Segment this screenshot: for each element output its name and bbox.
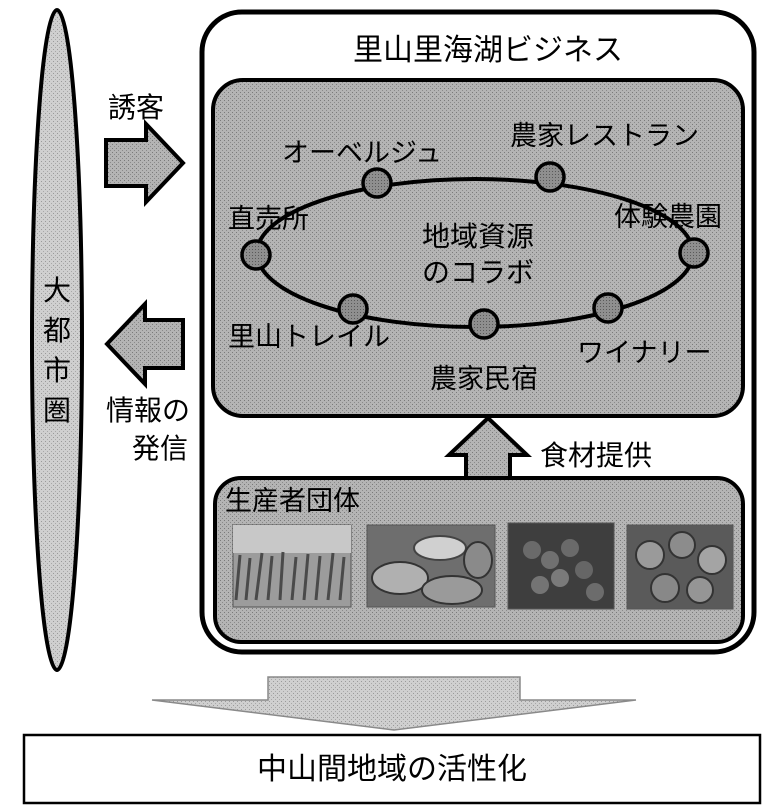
info-arrow <box>104 298 185 390</box>
node-farm-restaurant <box>534 161 566 193</box>
node-satoyama-trail <box>337 293 369 325</box>
label-satoyama-trail: 里山トレイル <box>228 322 390 353</box>
result-label: 中山間地域の活性化 <box>257 752 527 787</box>
ingredients-label: 食材提供 <box>540 439 652 472</box>
center-line2: のコラボ <box>422 256 534 289</box>
label-experience-farm: 体験農園 <box>614 202 722 233</box>
node-winery <box>592 292 624 324</box>
info-label-line1: 情報の <box>106 394 190 427</box>
node-experience-farm <box>678 237 710 269</box>
metro-char-3: 市 <box>43 354 71 387</box>
result-arrow <box>151 676 637 731</box>
metro-char-2: 都 <box>43 314 71 347</box>
node-farm-inn <box>468 308 500 340</box>
metro-char-4: 圏 <box>43 394 71 427</box>
metro-ellipse <box>30 8 84 672</box>
producer-photos <box>232 522 734 610</box>
producers-title: 生産者団体 <box>225 486 360 517</box>
label-auberge: オーベルジュ <box>282 138 442 169</box>
visitors-arrow <box>104 118 186 208</box>
collaboration-box <box>211 78 745 418</box>
label-winery: ワイナリー <box>577 338 711 369</box>
center-line1: 地域資源 <box>422 220 534 253</box>
visitors-label: 誘客 <box>108 91 164 124</box>
metro-char-1: 大 <box>43 274 71 307</box>
collaboration-nodes <box>240 161 710 340</box>
metro-label: 大 都 市 圏 <box>43 274 71 427</box>
photo-fruit <box>626 524 734 610</box>
node-direct-sales <box>240 239 272 271</box>
node-auberge <box>361 167 393 199</box>
label-farm-inn: 農家民宿 <box>430 364 538 395</box>
result-box <box>22 733 762 805</box>
business-title: 里山里海湖ビジネス <box>353 33 623 68</box>
photo-field <box>232 524 352 608</box>
label-farm-restaurant: 農家レストラン <box>510 121 699 152</box>
label-direct-sales: 直売所 <box>228 204 309 235</box>
photo-vegetables <box>366 524 496 608</box>
photo-grapes <box>507 522 615 610</box>
info-label-line2: 発信 <box>132 432 188 465</box>
